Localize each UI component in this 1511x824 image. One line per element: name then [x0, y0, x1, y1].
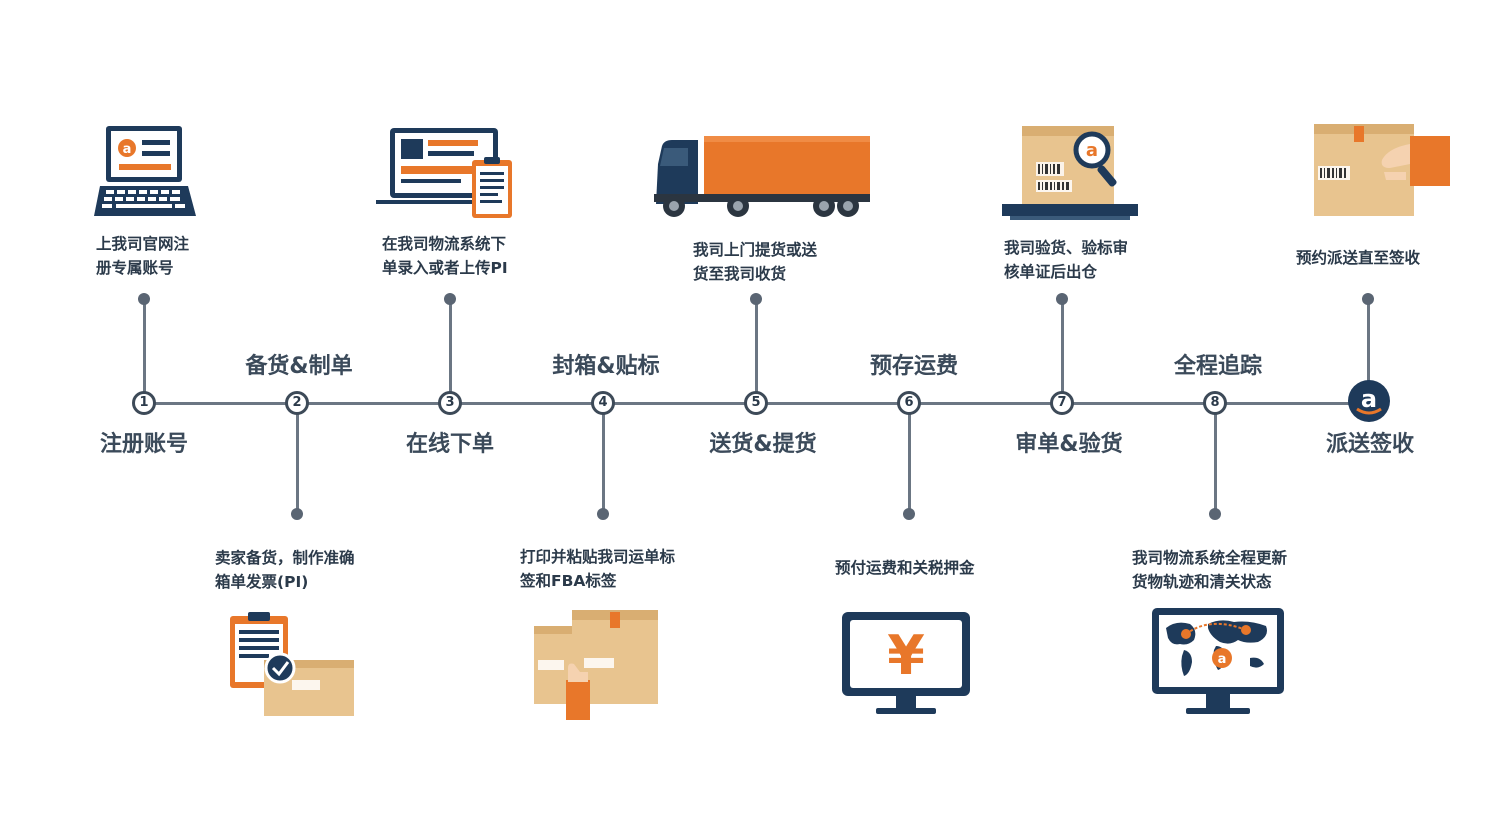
- stem-7: [1061, 298, 1064, 402]
- stem-dot-9: [1362, 293, 1374, 305]
- step-description-4-line2: 签和FBA标签: [520, 572, 617, 590]
- phase-label-7: 审单&验货: [1015, 432, 1123, 457]
- step-node-4: 4: [591, 391, 615, 415]
- step-description-1-line1: 上我司官网注: [96, 235, 190, 253]
- step-node-2: 2: [285, 391, 309, 415]
- online-order-icon: [376, 126, 516, 226]
- stem-dot-2: [291, 508, 303, 520]
- stem-4: [602, 404, 605, 514]
- step-description-2-line2: 箱单发票(PI): [215, 573, 309, 591]
- step-description-5: 我司上门提货或送 货至我司收货: [693, 238, 817, 286]
- step-description-1-line2: 册专属账号: [96, 259, 174, 277]
- phase-label-5: 送货&提货: [709, 432, 817, 457]
- step-description-6: 预付运费和关税押金: [835, 556, 975, 580]
- step-node-1: 1: [132, 391, 156, 415]
- amazon-end-letter: a: [1361, 385, 1377, 413]
- stem-5: [755, 298, 758, 402]
- stem-6: [908, 404, 911, 514]
- tracking-monitor-icon: a: [1150, 606, 1286, 722]
- phase-label-2: 备货&制单: [245, 354, 353, 379]
- amazon-end-icon: a: [1348, 380, 1390, 422]
- phase-label-6: 预存运费: [869, 354, 958, 379]
- truck-icon: [652, 134, 872, 228]
- step-description-3: 在我司物流系统下 单录入或者上传PI: [382, 232, 508, 280]
- step-description-2: 卖家备货，制作准确 箱单发票(PI): [215, 546, 355, 594]
- step-description-7-line1: 我司验货、验标审: [1004, 239, 1129, 257]
- stem-dot-7: [1056, 293, 1068, 305]
- step-node-7: 7: [1050, 391, 1074, 415]
- step-node-8: 8: [1203, 391, 1227, 415]
- inspection-icon: a: [1000, 122, 1142, 226]
- step-description-6-line1: 预付运费和关税押金: [835, 559, 975, 577]
- step-node-5: 5: [744, 391, 768, 415]
- phase-label-3: 在线下单: [405, 432, 494, 457]
- map-amazon-letter: a: [1218, 652, 1227, 667]
- step-description-3-line2: 单录入或者上传PI: [382, 259, 508, 277]
- laptop-amazon-letter: a: [123, 142, 132, 157]
- step-description-9: 预约派送直至签收: [1296, 246, 1420, 270]
- stem-8: [1214, 404, 1217, 514]
- step-description-8-line1: 我司物流系统全程更新: [1132, 549, 1288, 567]
- stem-1: [143, 298, 146, 402]
- yen-symbol: ¥: [887, 624, 925, 687]
- phase-label-9: 派送签收: [1325, 432, 1414, 457]
- step-description-3-line1: 在我司物流系统下: [382, 235, 507, 253]
- step-description-8-line2: 货物轨迹和清关状态: [1132, 573, 1272, 591]
- step-description-9-line1: 预约派送直至签收: [1296, 249, 1421, 267]
- packing-list-icon: [228, 610, 358, 724]
- step-description-1: 上我司官网注 册专属账号: [96, 232, 189, 280]
- stem-2: [296, 404, 299, 514]
- stem-dot-1: [138, 293, 150, 305]
- phase-label-4: 封箱&贴标: [552, 354, 660, 379]
- step-description-8: 我司物流系统全程更新 货物轨迹和清关状态: [1132, 546, 1287, 594]
- step-description-2-line1: 卖家备货，制作准确: [215, 549, 355, 567]
- stem-dot-3: [444, 293, 456, 305]
- phase-label-8: 全程追踪: [1173, 354, 1262, 379]
- step-node-3: 3: [438, 391, 462, 415]
- stem-9: [1367, 298, 1370, 382]
- step-description-7-line2: 核单证后出仓: [1004, 263, 1098, 281]
- delivery-box-icon: [1310, 122, 1456, 224]
- step-description-7: 我司验货、验标审 核单证后出仓: [1004, 236, 1128, 284]
- step-node-6: 6: [897, 391, 921, 415]
- magnifier-amazon-letter: a: [1086, 140, 1098, 161]
- step-description-4: 打印并粘贴我司运单标 签和FBA标签: [520, 545, 675, 593]
- step-description-5-line1: 我司上门提货或送: [693, 241, 818, 259]
- stem-dot-5: [750, 293, 762, 305]
- labeling-icon: [532, 608, 662, 726]
- step-description-4-line1: 打印并粘贴我司运单标: [520, 548, 676, 566]
- stem-dot-4: [597, 508, 609, 520]
- stem-dot-6: [903, 508, 915, 520]
- stem-3: [449, 298, 452, 402]
- step-description-5-line2: 货至我司收货: [693, 265, 787, 283]
- laptop-icon: a: [92, 124, 198, 224]
- stem-dot-8: [1209, 508, 1221, 520]
- phase-label-1: 注册账号: [99, 432, 188, 457]
- prepay-monitor-icon: ¥: [840, 610, 972, 722]
